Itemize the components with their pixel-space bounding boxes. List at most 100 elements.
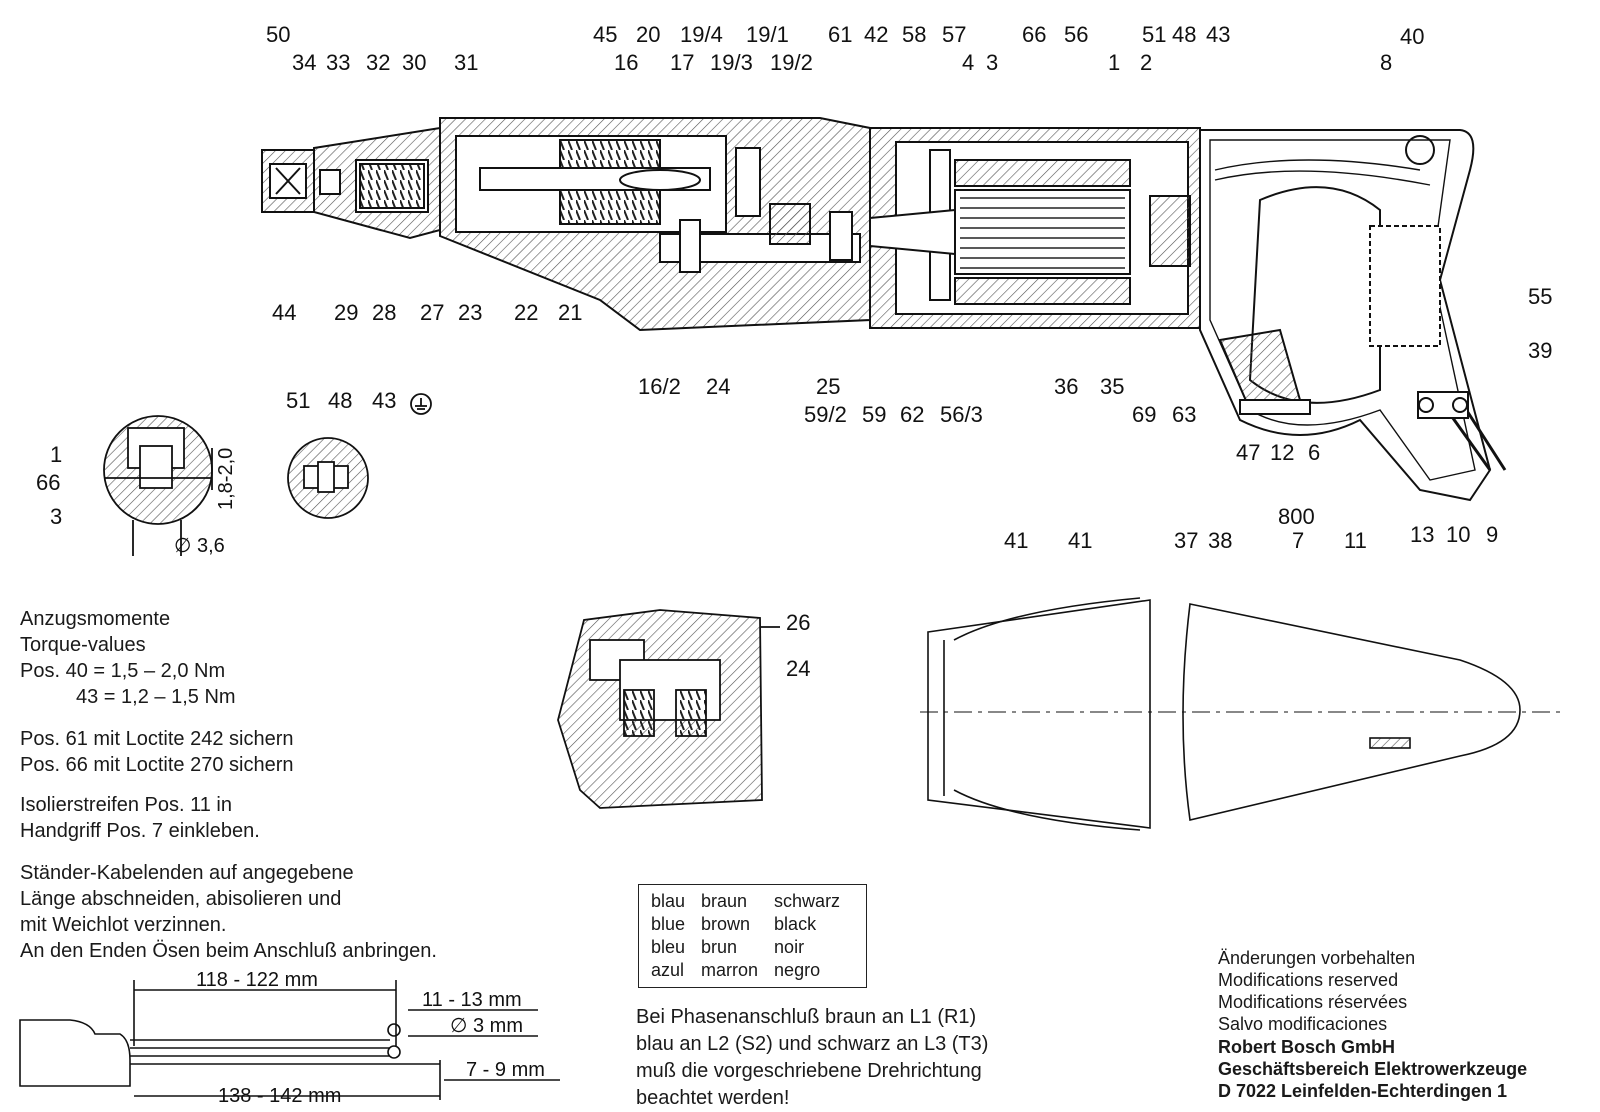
dimension-label: ∅ 3,6 [174, 535, 225, 557]
note-line: Salvo modificaciones [1218, 1014, 1388, 1034]
note-line: Ständer-Kabelenden auf angegebene [20, 862, 354, 884]
table-cell: schwarz [774, 891, 841, 911]
note-line: Torque-values [20, 634, 146, 656]
dimension-label: 11 - 13 mm [422, 989, 522, 1011]
company-line: D 7022 Leinfelden-Echterdingen 1 [1218, 1081, 1508, 1101]
callout: 6 [1308, 440, 1320, 465]
dimension-label: ∅ 3 mm [450, 1015, 523, 1037]
callout: 47 [1236, 440, 1260, 465]
callout: 2 [1140, 50, 1152, 75]
callout: 11 [1344, 528, 1367, 553]
torque-note: Anzugsmomente Torque-values Pos. 40 = 1,… [20, 606, 236, 710]
callout: 42 [864, 22, 888, 47]
callout: 8 [1380, 50, 1392, 75]
callout: 27 [420, 300, 444, 325]
dimension-label: 138 - 142 mm [218, 1085, 341, 1107]
callouts-bottom: 44 29 28 27 23 22 21 16/2 24 25 59/2 59 … [272, 284, 1552, 547]
detail-b-section [287, 393, 432, 519]
company-line: Geschäftsbereich Elektrowerkzeuge [1218, 1059, 1528, 1079]
tool-body [261, 117, 1507, 502]
callout: 50 [266, 22, 290, 47]
note-line: Änderungen vorbehalten [1218, 948, 1416, 968]
callout: 10 [1446, 522, 1470, 547]
table-cell: blue [651, 914, 686, 934]
table-row: blue brown black [651, 914, 854, 935]
dimension-label: 7 - 9 mm [466, 1059, 545, 1081]
callout: 1 [50, 442, 62, 467]
callout: 36 [1054, 374, 1078, 399]
table-row: blau braun schwarz [651, 891, 854, 912]
callout: 21 [558, 300, 582, 325]
callout: 48 [1172, 22, 1196, 47]
wire-color-table: blau braun schwarz blue brown black bleu… [638, 884, 868, 988]
callout: 38 [1208, 528, 1232, 553]
callout: 41 [1068, 528, 1092, 553]
note-line: Handgriff Pos. 7 einkleben. [20, 820, 260, 842]
detail-a-section [103, 415, 213, 556]
callout: 39 [1528, 338, 1552, 363]
gear-detail [557, 609, 780, 809]
callout: 56/3 [940, 402, 983, 427]
note-line: Modifications reserved [1218, 970, 1399, 990]
callout: 43 [1206, 22, 1230, 47]
callout: 55 [1528, 284, 1552, 309]
table-cell: noir [774, 937, 805, 957]
callout: 43 [372, 388, 396, 413]
callout: 35 [1100, 374, 1124, 399]
callout: 24 [786, 656, 810, 681]
callout: 20 [636, 22, 660, 47]
callout: 66 [36, 470, 60, 495]
table-cell: negro [774, 960, 821, 980]
dimension-label: 1,8-2,0 [215, 448, 237, 510]
callout: 24 [706, 374, 730, 399]
cable-note: Ständer-Kabelenden auf angegebene Länge … [20, 860, 437, 964]
callout: 59 [862, 402, 886, 427]
callouts-details: 1 66 3 1,8-2,0 ∅ 3,6 51 48 43 26 24 41 4… [36, 388, 1367, 681]
callout: 33 [326, 50, 350, 75]
callout: 56 [1064, 22, 1088, 47]
callout: 59/2 [804, 402, 847, 427]
insulation-note: Isolierstreifen Pos. 11 in Handgriff Pos… [20, 792, 260, 844]
note-line: muß die vorgeschriebene Drehrichtung [636, 1060, 982, 1082]
note-line: Pos. 61 mit Loctite 242 sichern [20, 728, 294, 750]
table-cell: azul [651, 960, 685, 980]
callout: 61 [828, 22, 852, 47]
note-line: Pos. 66 mit Loctite 270 sichern [20, 754, 294, 776]
callout: 69 [1132, 402, 1156, 427]
note-line: Anzugsmomente [20, 608, 171, 630]
callout: 26 [786, 610, 810, 635]
table-cell: brun [701, 937, 738, 957]
cable-drawing [19, 980, 560, 1100]
callout: 62 [900, 402, 924, 427]
callout: 58 [902, 22, 926, 47]
callout: 41 [1004, 528, 1028, 553]
table-cell: bleu [651, 937, 686, 957]
callout: 22 [514, 300, 538, 325]
note-line: Isolierstreifen Pos. 11 in [20, 794, 232, 816]
callout: 16 [614, 50, 638, 75]
note-line: Länge abschneiden, abisolieren und [20, 888, 342, 910]
handle-shell [920, 597, 1560, 831]
callout: 3 [50, 504, 62, 529]
callout: 3 [986, 50, 998, 75]
note-line: mit Weichlot verzinnen. [20, 914, 227, 936]
callout: 800 [1278, 504, 1315, 529]
callout: 7 [1292, 528, 1304, 553]
callout: 9 [1486, 522, 1498, 547]
dimension-label: 118 - 122 mm [196, 969, 318, 991]
table-row: bleu brun noir [651, 937, 854, 958]
callout: 30 [402, 50, 426, 75]
cable-dimensions: 118 - 122 mm 11 - 13 mm ∅ 3 mm 7 - 9 mm … [196, 969, 545, 1107]
note-line: blau an L2 (S2) und schwarz an L3 (T3) [636, 1033, 989, 1055]
phase-note: Bei Phasenanschluß braun an L1 (R1) blau… [636, 1004, 988, 1112]
callout: 19/2 [770, 50, 813, 75]
loctite-note: Pos. 61 mit Loctite 242 sichern Pos. 66 … [20, 726, 293, 778]
callout: 51 [286, 388, 310, 413]
callout: 48 [328, 388, 352, 413]
note-line: Pos. 40 = 1,5 – 2,0 Nm [20, 660, 226, 682]
callout: 28 [372, 300, 396, 325]
table-cell: marron [701, 960, 759, 980]
callout: 44 [272, 300, 296, 325]
callout: 32 [366, 50, 390, 75]
